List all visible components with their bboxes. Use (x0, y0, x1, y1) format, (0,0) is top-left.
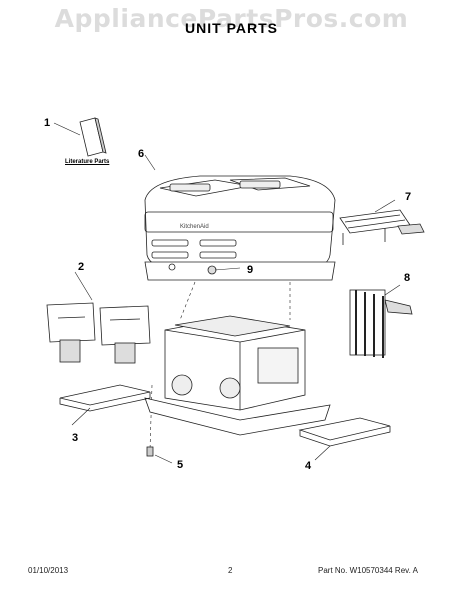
callout-6: 6 (138, 148, 145, 160)
callout-2: 2 (78, 261, 85, 273)
page-title: UNIT PARTS (185, 20, 278, 36)
callout-5: 5 (177, 459, 184, 471)
footer-date: 01/10/2013 (28, 566, 69, 575)
svg-text:KitchenAid: KitchenAid (180, 224, 209, 230)
footer-page-number: 2 (228, 566, 233, 575)
callout-7: 7 (405, 191, 412, 203)
callout-8: 8 (404, 272, 411, 284)
callout-1: 1 (44, 117, 51, 129)
callout-3: 3 (72, 432, 79, 444)
footer-part-number: Part No. W10570344 Rev. A (318, 566, 418, 575)
side-panel-assembly (46, 271, 151, 364)
crumb-tray-left (59, 384, 151, 426)
callout-4: 4 (305, 460, 312, 472)
top-rack (339, 199, 425, 245)
toaster-housing: KitchenAid (144, 154, 336, 281)
callout-9: 9 (247, 264, 254, 276)
crumb-tray-right (298, 417, 391, 461)
foot-screw (146, 446, 173, 464)
watermark: AppliancePartsPros.com (54, 4, 409, 33)
literature-label: Literature Parts (65, 159, 110, 165)
literature-booklet (53, 117, 107, 157)
heating-element-carriage (349, 284, 413, 358)
toaster-chassis (144, 315, 331, 436)
